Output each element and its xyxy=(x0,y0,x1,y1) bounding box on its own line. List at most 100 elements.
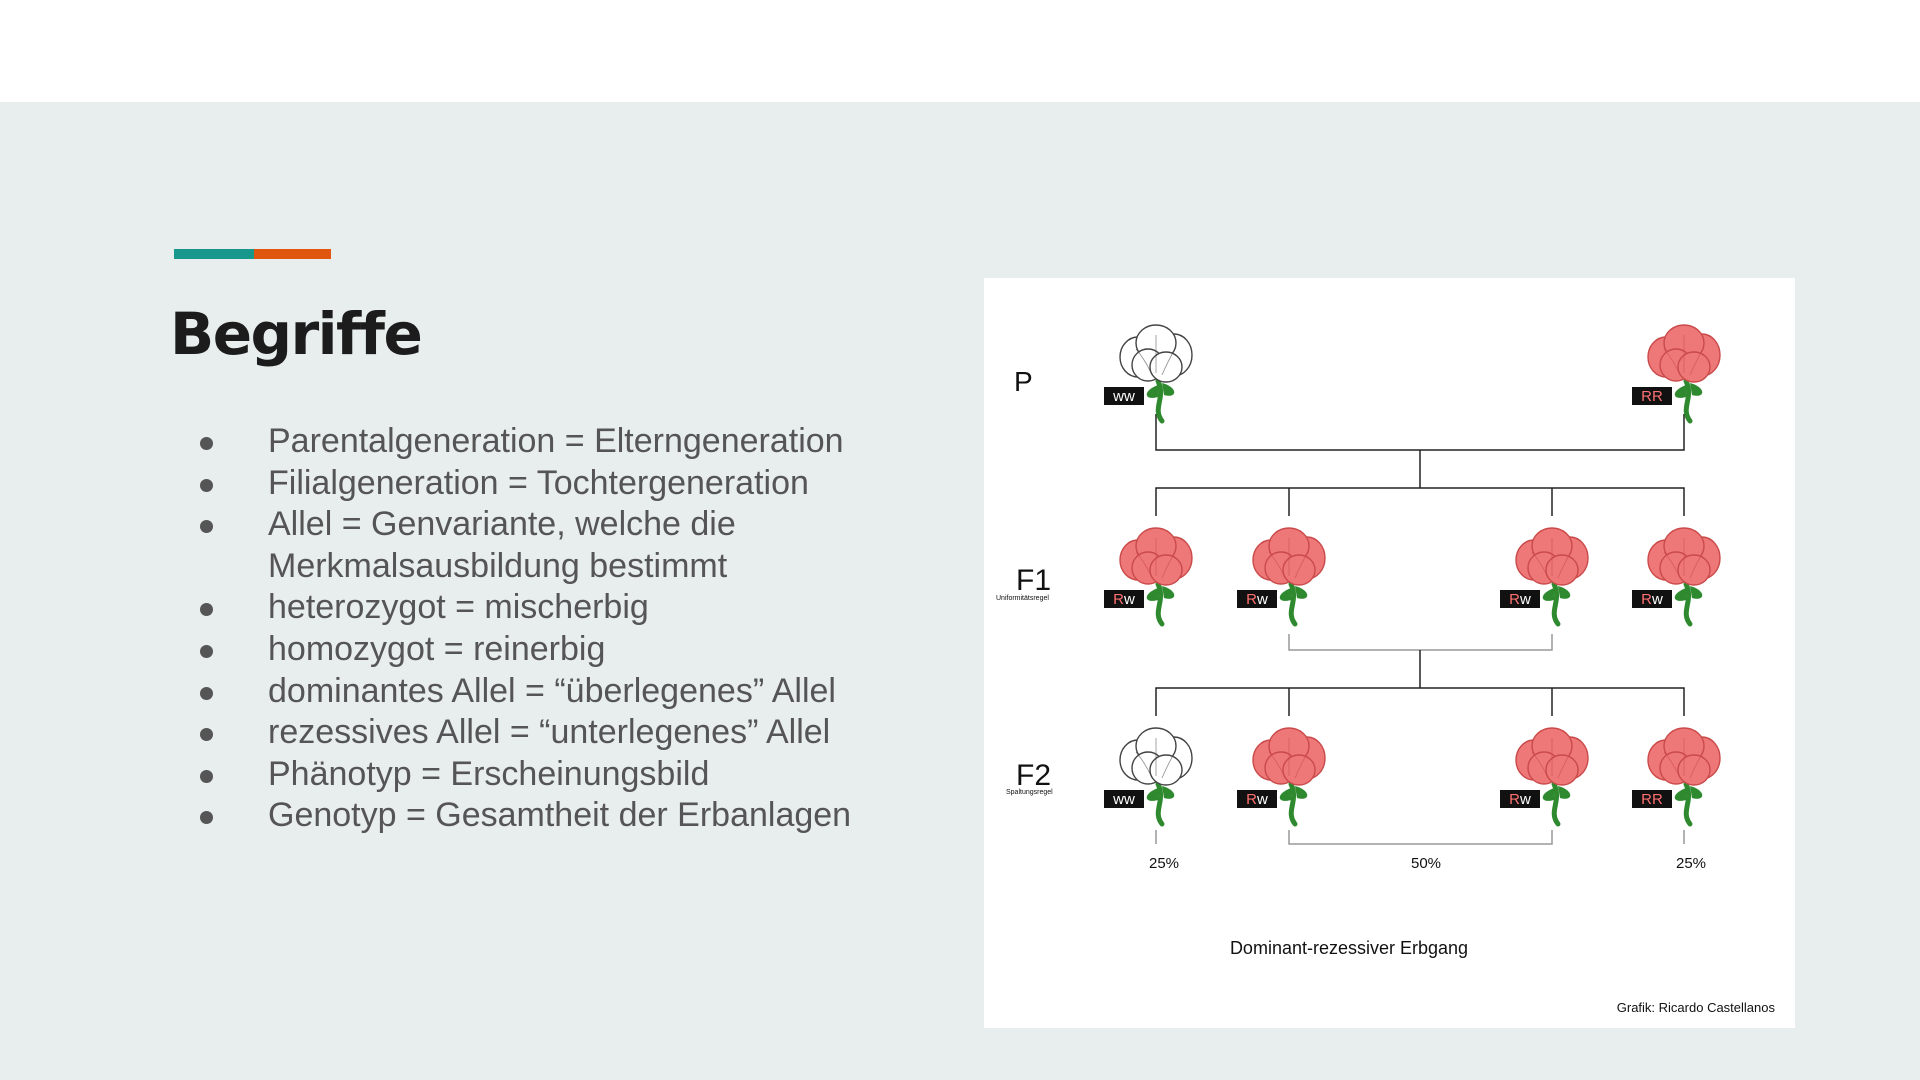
stem xyxy=(1683,378,1693,424)
leaf xyxy=(1162,383,1175,396)
allele: w xyxy=(1112,791,1124,808)
leaf xyxy=(1279,788,1291,801)
top-band xyxy=(0,0,1920,102)
leaf xyxy=(1674,385,1686,398)
percentage-rr: 25% xyxy=(1676,855,1706,872)
generation-label-p: P xyxy=(1014,366,1033,397)
stem xyxy=(1551,581,1561,627)
accent-teal xyxy=(174,249,254,259)
leaf xyxy=(1558,786,1571,799)
allele: w xyxy=(1519,791,1531,808)
genotype-label: ww xyxy=(1104,387,1144,405)
genotype-label-bg xyxy=(1237,590,1277,608)
petal-vein xyxy=(1531,738,1573,779)
genotype-label: Rw xyxy=(1237,590,1277,608)
inheritance-diagram: P F1 Uniformitätsregel F2 Spaltungsregel… xyxy=(984,278,1795,1028)
genotype-label-bg xyxy=(1104,790,1144,808)
leaf xyxy=(1690,586,1703,599)
allele: w xyxy=(1256,791,1268,808)
bullet-dot xyxy=(200,728,213,742)
bullet-dot xyxy=(200,520,213,534)
red-flower-icon xyxy=(1647,527,1721,627)
petal-vein xyxy=(1663,538,1705,579)
stem xyxy=(1683,781,1693,827)
term-item: dominantes Allel = “überlegenes” Allel xyxy=(200,671,960,713)
leaf xyxy=(1542,788,1554,801)
leaf xyxy=(1558,586,1571,599)
allele: w xyxy=(1519,591,1531,608)
genotype-label: Rw xyxy=(1500,790,1540,808)
term-item: Parentalgeneration = Elterngeneration xyxy=(200,421,960,463)
genotype-label-bg xyxy=(1632,387,1672,405)
stem xyxy=(1683,581,1693,627)
red-flower-icon xyxy=(1647,727,1721,827)
allele: R xyxy=(1246,591,1257,608)
leaf xyxy=(1542,588,1554,601)
stem xyxy=(1288,781,1298,827)
term-item: Allel = Genvariante, welche die xyxy=(200,504,960,546)
diagram-credit: Grafik: Ricardo Castellanos xyxy=(1616,1000,1775,1015)
allele: R xyxy=(1652,388,1663,405)
genotype-label-bg xyxy=(1632,590,1672,608)
allele: R xyxy=(1113,591,1124,608)
leaf xyxy=(1690,383,1703,396)
genotype-text: ww xyxy=(1112,791,1135,808)
red-flower-icon xyxy=(1252,527,1326,627)
stem xyxy=(1155,781,1165,827)
allele: R xyxy=(1509,791,1520,808)
allele: R xyxy=(1641,591,1652,608)
term-item-continuation: Merkmalsausbildung bestimmt xyxy=(200,546,960,588)
leaf xyxy=(1146,588,1158,601)
terms-list: Parentalgeneration = Elterngeneration Fi… xyxy=(200,421,960,837)
term-text: homozygot = reinerbig xyxy=(268,629,606,668)
petal-vein xyxy=(1663,738,1705,779)
petal-vein xyxy=(1135,335,1177,376)
term-text: Merkmalsausbildung bestimmt xyxy=(268,546,728,585)
bullet-dot xyxy=(200,478,213,492)
leaf xyxy=(1162,786,1175,799)
percentage-ww: 25% xyxy=(1149,855,1179,872)
genotype-label: RR xyxy=(1632,387,1672,405)
stem xyxy=(1155,378,1165,424)
f2-bracket-middle xyxy=(1288,830,1553,845)
leaf xyxy=(1295,586,1308,599)
genotype-text: RR xyxy=(1641,388,1663,405)
stem xyxy=(1155,581,1165,627)
allele: w xyxy=(1123,591,1135,608)
genotype-label: Rw xyxy=(1500,590,1540,608)
bullet-dot xyxy=(200,769,213,783)
generation-label-f1: F1 xyxy=(1016,564,1051,597)
leaf xyxy=(1674,588,1686,601)
term-item: homozygot = reinerbig xyxy=(200,629,960,671)
allele: R xyxy=(1509,591,1520,608)
term-text: Genotyp = Gesamtheit der Erbanlagen xyxy=(268,796,852,835)
pedigree-lines xyxy=(1155,414,1685,845)
term-item: Phänotyp = Erscheinungsbild xyxy=(200,754,960,796)
term-item: rezessives Allel = “unterlegenes” Allel xyxy=(200,712,960,754)
genotype-label: Rw xyxy=(1104,590,1144,608)
genotype-label-bg xyxy=(1500,790,1540,808)
generation-label-f2: F2 xyxy=(1016,759,1051,792)
allele: w xyxy=(1123,388,1135,405)
genotype-text: ww xyxy=(1112,388,1135,405)
generation-note-f1: Uniformitätsregel xyxy=(996,595,1049,602)
leaf xyxy=(1279,588,1291,601)
percentage-rw: 50% xyxy=(1411,855,1441,872)
genotype-label: ww xyxy=(1104,790,1144,808)
f1-branch-line xyxy=(1155,487,1685,516)
genotype-label-bg xyxy=(1104,387,1144,405)
allele: R xyxy=(1246,791,1257,808)
leaf xyxy=(1146,385,1158,398)
genotype-text: Rw xyxy=(1509,791,1531,808)
term-item: heterozygot = mischerbig xyxy=(200,587,960,629)
term-item: Filialgeneration = Tochtergeneration xyxy=(200,463,960,505)
term-text: Filialgeneration = Tochtergeneration xyxy=(268,463,809,502)
genotype-label-bg xyxy=(1500,590,1540,608)
petal-vein xyxy=(1135,538,1177,579)
leaf xyxy=(1295,786,1308,799)
allele: R xyxy=(1641,388,1652,405)
slide-title: Begriffe xyxy=(170,300,423,368)
allele: w xyxy=(1651,591,1663,608)
allele: w xyxy=(1123,791,1135,808)
red-flower-icon xyxy=(1119,527,1193,627)
